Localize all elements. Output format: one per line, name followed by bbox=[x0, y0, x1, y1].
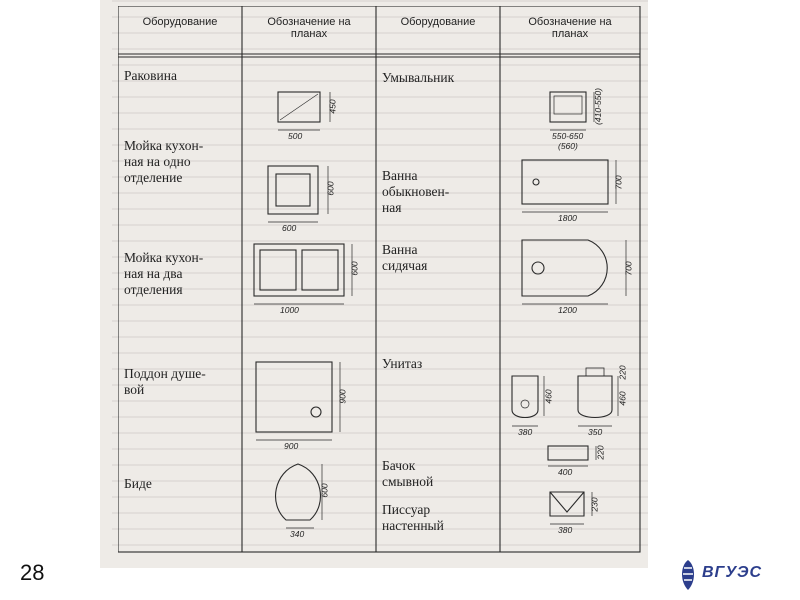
table-border bbox=[118, 6, 641, 553]
dim-bidet-height: 600 bbox=[319, 483, 330, 498]
kitchen-sink-double-symbol bbox=[253, 243, 345, 297]
dim-shower-tray-height: 900 bbox=[337, 389, 348, 404]
kitchen-sink-double-bowl-1 bbox=[259, 249, 297, 291]
washbasin-bowl bbox=[553, 95, 583, 115]
shower-tray-drain bbox=[310, 406, 322, 418]
equipment-sink: Раковина bbox=[124, 68, 177, 83]
equipment-flush-tank: Бачок смывной bbox=[382, 458, 434, 489]
bathtub-sitting-drain bbox=[531, 261, 545, 275]
flush-tank-symbol bbox=[547, 445, 589, 461]
sink-symbol-inner bbox=[279, 93, 319, 121]
sink-symbol bbox=[277, 91, 321, 123]
dim-toilet-2-width: 350 bbox=[588, 427, 603, 437]
equipment-bathtub-standard: Ванна обыкновен- ная bbox=[382, 168, 450, 215]
scanned-page bbox=[100, 0, 648, 568]
equipment-shower-tray: Поддон душе- вой bbox=[124, 366, 206, 397]
equipment-table: Оборудование Обозначение на планах Обору… bbox=[118, 6, 642, 554]
logo-text: ВГУЭС bbox=[702, 564, 763, 581]
washbasin-symbol bbox=[549, 91, 587, 123]
header-equipment-left: Оборудование bbox=[142, 16, 218, 28]
kitchen-sink-single-bowl bbox=[275, 173, 311, 207]
dim-kitchen-sink-single-height: 600 bbox=[325, 181, 336, 196]
urinal-symbol bbox=[549, 491, 585, 517]
dim-shower-tray-width: 900 bbox=[284, 441, 299, 451]
header-equipment-right: Оборудование bbox=[400, 16, 476, 28]
dim-bathtub-sitting-height: 700 bbox=[623, 261, 634, 276]
equipment-washbasin: Умывальник bbox=[382, 70, 455, 85]
toilet-symbol-2 bbox=[577, 375, 613, 419]
dim-sink-height: 450 bbox=[327, 99, 338, 114]
equipment-toilet: Унитаз bbox=[382, 356, 423, 371]
dim-kitchen-sink-double-height: 600 bbox=[349, 261, 360, 276]
logo-emblem-icon bbox=[682, 560, 694, 590]
dim-washbasin-height: (410-550) bbox=[592, 88, 603, 125]
dim-washbasin-width: 550-650 bbox=[552, 131, 584, 141]
dim-washbasin-width-alt: (560) bbox=[558, 141, 578, 151]
equipment-kitchen-sink-single: Мойка кухон- ная на одно отделение bbox=[124, 138, 204, 185]
header-designation-left: Обозначение на планах bbox=[267, 16, 351, 40]
toilet-1-bowl bbox=[520, 399, 530, 409]
toilet-2-tank bbox=[585, 367, 605, 377]
dim-bidet-width: 340 bbox=[290, 529, 305, 539]
equipment-kitchen-sink-double: Мойка кухон- ная на два отделения bbox=[124, 250, 204, 297]
dim-urinal-width: 380 bbox=[558, 525, 573, 535]
header-designation-right: Обозначение на планах bbox=[528, 16, 612, 40]
dim-flush-tank-width: 400 bbox=[558, 467, 573, 477]
equipment-bidet: Биде bbox=[124, 476, 152, 491]
urinal-bowl bbox=[549, 491, 585, 513]
bidet-symbol bbox=[274, 463, 322, 521]
kitchen-sink-double-bowl-2 bbox=[301, 249, 339, 291]
page-texture bbox=[112, 0, 648, 560]
dim-toilet-1-width: 380 bbox=[518, 427, 533, 437]
bathtub-standard-symbol bbox=[521, 159, 609, 205]
dim-bathtub-standard-height: 700 bbox=[613, 175, 624, 190]
equipment-bathtub-sitting: Ванна сидячая bbox=[382, 242, 428, 273]
kitchen-sink-single-symbol bbox=[267, 165, 319, 215]
bathtub-standard-drain bbox=[532, 178, 540, 186]
equipment-urinal: Писсуар настенный bbox=[382, 502, 444, 533]
page-number: 28 bbox=[20, 560, 45, 585]
dim-toilet-2-tank-height: 220 bbox=[617, 365, 628, 380]
dim-flush-tank-height: 220 bbox=[595, 445, 606, 460]
bathtub-sitting-symbol bbox=[521, 239, 608, 297]
shower-tray-symbol bbox=[255, 361, 333, 433]
dim-kitchen-sink-single-width: 600 bbox=[282, 223, 297, 233]
dim-kitchen-sink-double-width: 1000 bbox=[280, 305, 299, 315]
table-drawing bbox=[118, 6, 641, 553]
dim-bathtub-standard-width: 1800 bbox=[558, 213, 577, 223]
dim-toilet-2-height: 460 bbox=[617, 391, 628, 406]
dim-sink-width: 500 bbox=[288, 131, 303, 141]
dim-bathtub-sitting-width: 1200 bbox=[558, 305, 577, 315]
dim-toilet-1-height: 460 bbox=[543, 389, 554, 404]
toilet-symbol-1 bbox=[511, 375, 539, 419]
university-logo: ВГУЭС bbox=[676, 558, 780, 592]
dim-urinal-height: 230 bbox=[589, 497, 600, 512]
